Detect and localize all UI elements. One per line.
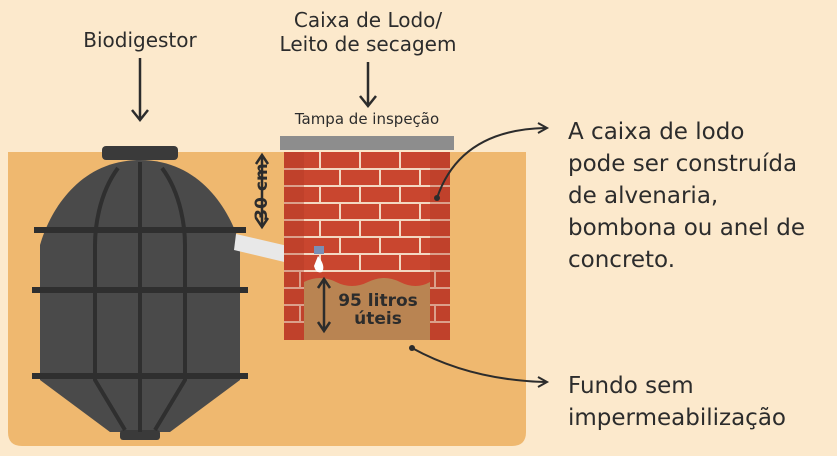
- callout-arrows: [411, 122, 550, 388]
- biodigestor-tank: [32, 146, 248, 440]
- volume-dimension: [316, 276, 332, 334]
- bottom-note: Fundo sem impermeabilização: [568, 373, 786, 431]
- sludge-box: [284, 152, 450, 340]
- sludge-fill: [304, 278, 430, 340]
- pipe-valve: [314, 246, 324, 254]
- inspection-lid-label: Tampa de inspeção: [294, 110, 440, 128]
- volume-label: 95 litros úteis: [338, 291, 418, 329]
- water-drop: [314, 256, 324, 273]
- sludge-box-label: Caixa de Lodo/ Leito de secagem: [279, 8, 457, 56]
- inspection-lid: [280, 136, 454, 150]
- tank-cap: [102, 146, 178, 160]
- depth-label: 30 cm: [252, 163, 272, 221]
- depth-dimension: [254, 152, 270, 230]
- biodigestor-label: Biodigestor: [83, 28, 197, 52]
- label-arrows: [131, 58, 377, 123]
- construction-note: A caixa de lodo pode ser construída de a…: [568, 119, 805, 273]
